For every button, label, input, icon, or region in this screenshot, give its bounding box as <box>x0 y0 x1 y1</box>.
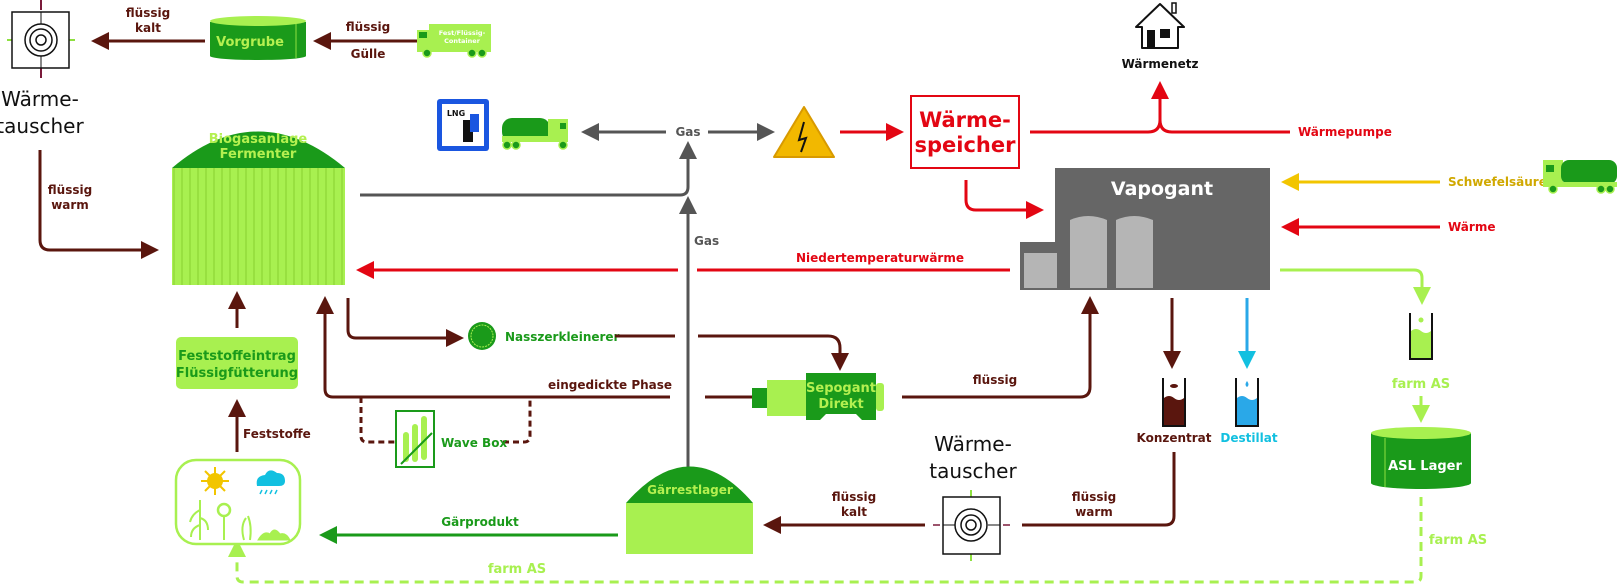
flow-gas-fermenter <box>360 141 697 197</box>
flow-fluessig-kalt-bottom-label-2: kalt <box>841 505 867 519</box>
flow-wavebox-out <box>503 397 532 444</box>
flow-fluessig-kalt-bottom-label-1: flüssig <box>832 490 876 504</box>
flow-fluessig-guelle-label-1: flüssig <box>346 20 390 34</box>
flow-nasszerkleinerer-to-sepogant <box>698 334 849 371</box>
container-truck-label-1: Fest/Flüssig- <box>439 29 486 37</box>
container-truck-icon <box>417 24 491 58</box>
konzentrat-beaker-icon <box>1162 378 1186 427</box>
heat-exchanger-bottom-label-2: tauscher <box>929 459 1017 483</box>
heat-exchanger-top-label-1: Wärme- <box>1 87 79 111</box>
asl-lager-label: ASL Lager <box>1388 459 1462 474</box>
flow-farm-as-return <box>228 497 1423 584</box>
flow-fluessig-warm-bottom <box>1022 452 1176 527</box>
konzentrat-label: Konzentrat <box>1136 431 1211 445</box>
flow-feststoffe-label: Feststoffe <box>243 427 311 441</box>
flow-niedertemperatur-label: Niedertemperaturwärme <box>796 251 964 265</box>
farm-as-logo-1: farm AS <box>1392 377 1450 392</box>
flow-wavebox-in <box>359 397 395 444</box>
lng-station-icon <box>437 99 489 151</box>
waermenetz-label: Wärmenetz <box>1122 57 1199 71</box>
flow-fluessig-warm-left <box>38 150 159 259</box>
heat-exchanger-top[interactable] <box>7 0 75 78</box>
feststoffeintrag-label-2: Flüssigfütterung <box>176 366 298 381</box>
flow-fermenter-to-nasszerkleinerer <box>346 298 464 347</box>
field-crops-box[interactable] <box>174 458 302 546</box>
sepogant-direkt[interactable] <box>752 373 884 420</box>
asl-beaker-icon <box>1409 313 1433 360</box>
farm-as-logo-2: farm AS <box>1429 533 1487 548</box>
feststoffeintrag-label-1: Feststoffeintrag <box>178 349 296 364</box>
flow-gaerprodukt-label: Gärprodukt <box>441 515 519 529</box>
flow-vapogant-to-asl <box>1280 268 1431 305</box>
fermenter-label-2: Fermenter <box>220 147 297 162</box>
waermespeicher-label-1: Wärme- <box>919 108 1011 132</box>
waermespeicher[interactable] <box>910 95 1020 169</box>
flow-waerme-label: Wärme <box>1448 220 1495 234</box>
flow-fluessig-kalt-top-label-2: kalt <box>135 21 161 35</box>
flow-fluessig-guelle-label-2: Gülle <box>351 47 386 61</box>
nasszerkleinerer-icon[interactable] <box>468 322 496 350</box>
vorgrube-label: Vorgrube <box>216 35 284 50</box>
waermespeicher-label-2: speicher <box>915 133 1017 157</box>
flow-schwefelsaeure-label: Schwefelsäure <box>1448 175 1547 189</box>
sun-icon <box>201 467 229 495</box>
destillat-label: Destillat <box>1220 431 1277 445</box>
gaerrestlager[interactable] <box>626 466 753 555</box>
vapogant[interactable] <box>1020 168 1270 290</box>
farm-as-logo-3: farm AS <box>488 562 546 577</box>
flow-gas-top-label: Gas <box>675 125 700 139</box>
flow-fluessig-sepogant-label: flüssig <box>973 373 1017 387</box>
lng-label: LNG <box>447 109 465 118</box>
feststoffeintrag-box[interactable] <box>176 337 298 389</box>
flow-fluessig-kalt-top-label-1: flüssig <box>126 6 170 20</box>
destillat-beaker-icon <box>1235 378 1259 427</box>
flow-fluessig-sepogant <box>902 296 1099 399</box>
wave-box-icon[interactable] <box>395 410 435 468</box>
flow-eingedickte-phase <box>316 296 670 399</box>
rain-cloud-icon <box>256 470 285 495</box>
flow-fluessig-warm-left-label-1: flüssig <box>48 183 92 197</box>
wave-box-label: Wave Box <box>441 436 507 450</box>
heat-exchanger-bottom[interactable] <box>933 490 1010 561</box>
flow-fluessig-warm-bottom-label-2: warm <box>1075 505 1113 519</box>
plants-icon <box>189 500 291 541</box>
flow-fluessig-warm-left-label-2: warm <box>51 198 89 212</box>
flow-waermepumpe-label: Wärmepumpe <box>1298 125 1392 139</box>
flow-fluessig-warm-bottom-label-1: flüssig <box>1072 490 1116 504</box>
nasszerkleinerer-label: Nasszerkleinerer <box>505 330 620 344</box>
vapogant-label: Vapogant <box>1111 178 1213 200</box>
house-icon <box>1135 2 1185 49</box>
vorgrube-tank[interactable] <box>210 16 306 60</box>
flow-heatstorage-to-vapogant <box>964 180 1044 219</box>
heat-exchanger-top-label-2: tauscher <box>0 114 84 138</box>
heat-exchanger-bottom-label-1: Wärme- <box>934 432 1012 456</box>
lng-truck-icon <box>502 118 568 150</box>
container-truck-label-2: Container <box>444 37 481 45</box>
flow-gas-vertical-label: Gas <box>694 234 719 248</box>
high-voltage-icon <box>773 106 835 158</box>
sepogant-label-2: Direkt <box>818 397 863 412</box>
flow-eingedickte-phase-label: eingedickte Phase <box>548 378 672 392</box>
fermenter[interactable] <box>172 131 345 286</box>
asl-lager-tank[interactable] <box>1371 427 1471 489</box>
gaerrestlager-label: Gärrestlager <box>647 483 733 497</box>
sepogant-label-1: Sepogant <box>806 381 876 396</box>
acid-truck-icon <box>1543 160 1617 194</box>
fermenter-label-1: Biogasanlage <box>209 132 308 147</box>
